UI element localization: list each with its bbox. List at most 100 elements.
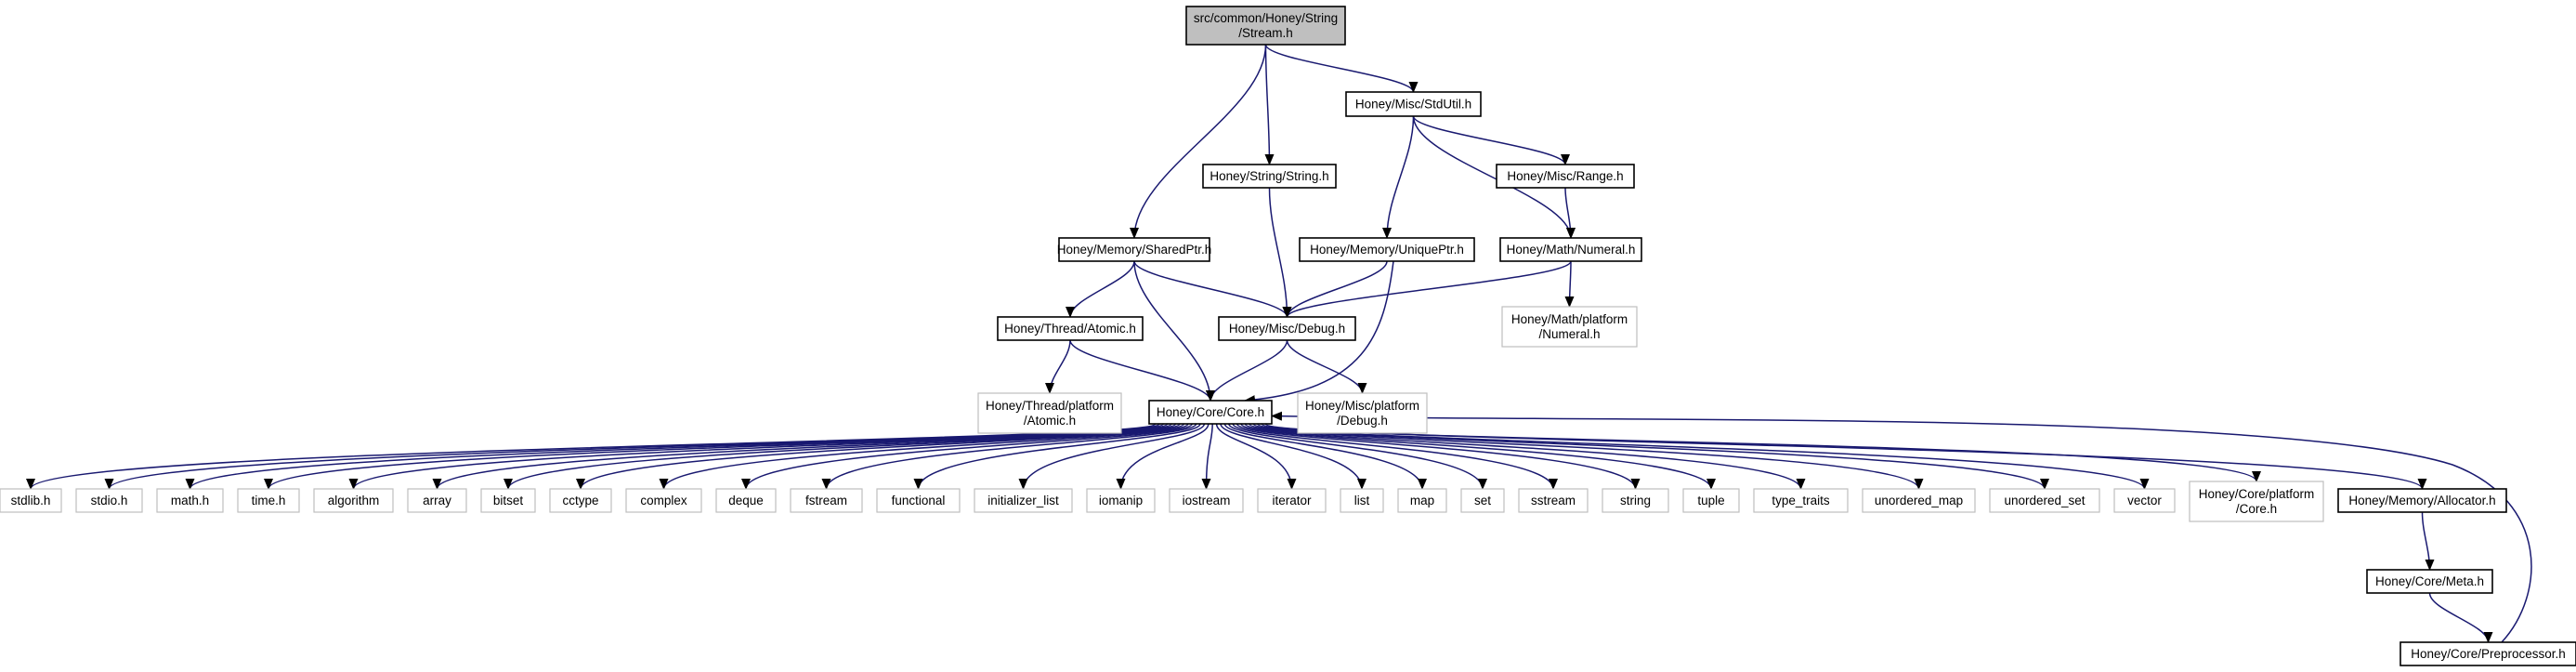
node-array[interactable]: array [407,488,467,513]
node-allocator[interactable]: Honey/Memory/Allocator.h [2337,488,2507,513]
node-atomic[interactable]: Honey/Thread/Atomic.h [997,316,1144,341]
node-sstream[interactable]: sstream [1518,488,1589,513]
node-unordered-set[interactable]: unordered_set [1989,488,2100,513]
node-initializer-list[interactable]: initializer_list [974,488,1073,513]
node-label: stdio.h [91,494,128,507]
node-math[interactable]: math.h [156,488,224,513]
edge-core-to-functional [913,423,1201,490]
node-unordered-map[interactable]: unordered_map [1862,488,1976,513]
edge-core-to-iterator [1215,423,1297,490]
node-vector[interactable]: vector [2113,488,2176,513]
node-box [313,488,394,513]
node-numeral[interactable]: Honey/Math/Numeral.h [1499,237,1642,262]
node-label: unordered_set [2004,494,2085,507]
node-label: string [1620,494,1651,507]
node-uniqueptr[interactable]: Honey/Memory/UniquePtr.h [1299,237,1475,262]
node-label: algorithm [328,494,380,507]
node-box [1753,488,1849,513]
node-box [1257,488,1327,513]
node-box [997,316,1144,341]
edge-line [1220,423,1366,490]
node-list[interactable]: list [1340,488,1384,513]
edge-sharedptr-to-core [1133,260,1215,402]
edge-numeral-to-debug [1282,260,1572,318]
node-label: math.h [171,494,209,507]
edge-line [1412,115,1576,239]
edge-allocator-to-meta [2421,511,2435,571]
node-iomanip[interactable]: iomanip [1086,488,1156,513]
node-time[interactable]: time.h [237,488,300,513]
node-complex[interactable]: complex [625,488,702,513]
edge-line [913,423,1201,490]
node-box [1496,164,1635,189]
edge-stdutil-to-range [1412,115,1570,165]
node-box [1501,306,1638,348]
edge-core-to-strng [1236,423,1641,490]
node-label: time.h [252,494,286,507]
node-string[interactable]: Honey/String/String.h [1202,164,1337,189]
node-box [1518,488,1589,513]
node-numeral-plat[interactable]: Honey/Math/platform/Numeral.h [1501,306,1638,348]
node-stdutil[interactable]: Honey/Misc/StdUtil.h [1345,91,1482,117]
node-label: iostream [1183,494,1231,507]
node-label: bitset [493,494,524,507]
node-stdio[interactable]: stdio.h [75,488,143,513]
node-range[interactable]: Honey/Misc/Range.h [1496,164,1635,189]
node-bitset[interactable]: bitset [480,488,536,513]
edge-line [1264,44,1419,93]
node-iterator[interactable]: iterator [1257,488,1327,513]
edge-line [821,423,1197,490]
edge-stdutil-to-numeral [1412,115,1576,239]
node-map[interactable]: map [1397,488,1447,513]
edge-line [1206,339,1288,402]
node-deque[interactable]: deque [715,488,777,513]
node-meta[interactable]: Honey/Core/Meta.h [2366,569,2493,594]
node-box [0,488,62,513]
edge-line [1282,260,1572,318]
edge-line [348,423,1172,490]
edge-sharedptr-to-debug [1133,260,1292,318]
dependency-edges [26,44,2532,643]
node-box [2366,569,2493,594]
node-label: Honey/Math/Numeral.h [1507,243,1636,257]
node-debug[interactable]: Honey/Misc/Debug.h [1218,316,1356,341]
node-label: Honey/Memory/UniquePtr.h [1310,243,1464,257]
node-core[interactable]: Honey/Core/Core.h [1148,400,1273,425]
node-box [2337,488,2507,513]
node-debug-plat[interactable]: Honey/Misc/platform/Debug.h [1297,392,1428,434]
edge-stdutil-to-uniqueptr [1382,115,1415,239]
node-box [1345,91,1482,117]
edge-line [1564,187,1576,239]
node-box [625,488,702,513]
node-label: /Atomic.h [1024,414,1076,428]
edge-line [1244,260,1394,405]
node-strng[interactable]: string [1602,488,1669,513]
edge-line [1045,339,1071,394]
node-algorithm[interactable]: algorithm [313,488,394,513]
node-preproc[interactable]: Honey/Core/Preprocessor.h [2399,641,2576,666]
edge-core-to-sstream [1232,423,1558,490]
node-stdlib[interactable]: stdlib.h [0,488,62,513]
node-tuple[interactable]: tuple [1682,488,1740,513]
node-set[interactable]: set [1460,488,1505,513]
node-root[interactable]: src/common/Honey/String/Stream.h [1185,6,1346,46]
node-label: iomanip [1099,494,1143,507]
node-box [1682,488,1740,513]
node-cctype[interactable]: cctype [549,488,612,513]
node-functional[interactable]: functional [876,488,961,513]
node-label: deque [728,494,764,507]
node-box [2189,481,2324,522]
node-sharedptr[interactable]: Honey/Memory/SharedPtr.h [1057,237,1212,262]
node-iostream[interactable]: iostream [1169,488,1244,513]
node-label: Honey/Thread/platform [986,399,1114,413]
node-box [1299,237,1475,262]
node-type-traits[interactable]: type_traits [1753,488,1849,513]
node-box [1148,400,1273,425]
edge-line [432,423,1177,490]
node-fstream[interactable]: fstream [790,488,863,513]
node-atomic-plat[interactable]: Honey/Thread/platform/Atomic.h [977,392,1122,434]
node-label: list [1354,494,1370,507]
node-label: Honey/Misc/Range.h [1507,169,1623,183]
edge-core-to-unordered-map [1249,423,1924,490]
node-core-plat[interactable]: Honey/Core/platform/Core.h [2189,481,2324,522]
